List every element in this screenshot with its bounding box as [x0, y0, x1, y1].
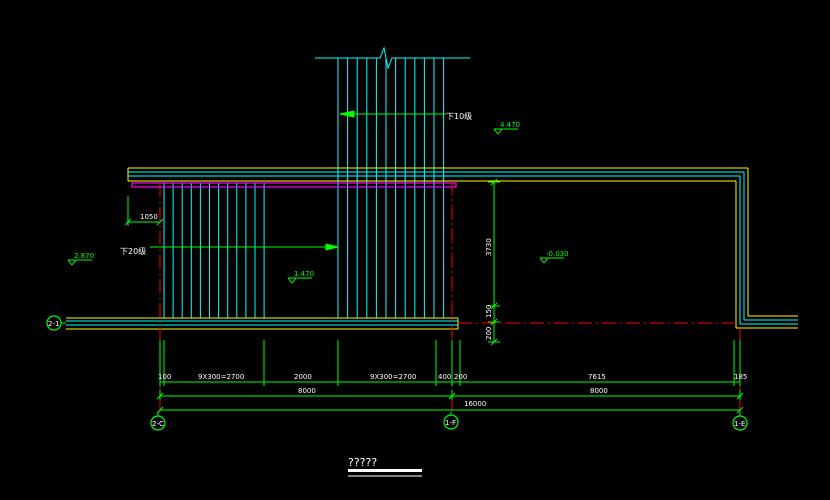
- level-right: -0.030: [546, 250, 569, 258]
- stair-note-top: 下10级: [446, 111, 472, 121]
- dim-chain-row1: [159, 340, 741, 386]
- dim-1050-line: [124, 196, 164, 226]
- axis-label-c: 1-E: [734, 420, 745, 428]
- axis-bubble-left: 2-1: [46, 315, 66, 331]
- dim-150: 150: [485, 305, 493, 318]
- stair-arrow-top: [339, 110, 446, 118]
- dim-3730: 3730: [485, 238, 493, 256]
- vertical-dimension: [488, 178, 500, 346]
- dim-8000-a: 8000: [298, 387, 316, 395]
- dim-200-h: 200: [454, 373, 467, 381]
- axis-bubble-c: 1-E: [732, 412, 748, 431]
- ground-floor-bands: [66, 317, 736, 330]
- drawing-title: ?????: [348, 456, 377, 469]
- level-mid: 1.470: [294, 270, 314, 278]
- dim-9x300-b: 9X300=2700: [370, 373, 416, 381]
- dim-1050: 1050: [140, 213, 158, 221]
- dim-9x300-a: 9X300=2700: [198, 373, 244, 381]
- dim-200: 200: [485, 327, 493, 340]
- lower-stair-lines: [163, 183, 265, 318]
- level-marker-mid: [287, 277, 312, 284]
- title-underline-thick: [348, 469, 422, 472]
- dim-2000: 2000: [294, 373, 312, 381]
- level-marker-top: [493, 128, 518, 135]
- dim-chain-row2: [156, 390, 744, 400]
- level-top: 4.470: [500, 121, 520, 129]
- dim-185: 185: [734, 373, 747, 381]
- axis-label-b: 1-F: [445, 419, 456, 427]
- axis-label-a: 2-C: [152, 420, 164, 428]
- handrail-band: [131, 182, 457, 188]
- stair-note-left: 下20级: [120, 246, 146, 256]
- dim-100: 100: [158, 373, 171, 381]
- axis-label-left: 2-1: [48, 320, 59, 328]
- stair-arrow-left: [150, 243, 339, 251]
- dim-16000: 16000: [464, 400, 486, 408]
- dim-400: 400: [438, 373, 451, 381]
- dim-8000-b: 8000: [590, 387, 608, 395]
- axis-bubble-a: 2-C: [150, 412, 166, 431]
- upper-stair-lines: [337, 58, 445, 318]
- level-left: 2.870: [74, 252, 94, 260]
- level-marker-left: [67, 259, 92, 266]
- axis-bubble-b: 1-F: [443, 412, 459, 430]
- break-line: [315, 46, 470, 70]
- slab-bands: [127, 167, 798, 329]
- dim-7615: 7615: [588, 373, 606, 381]
- level-marker-right: [539, 257, 564, 264]
